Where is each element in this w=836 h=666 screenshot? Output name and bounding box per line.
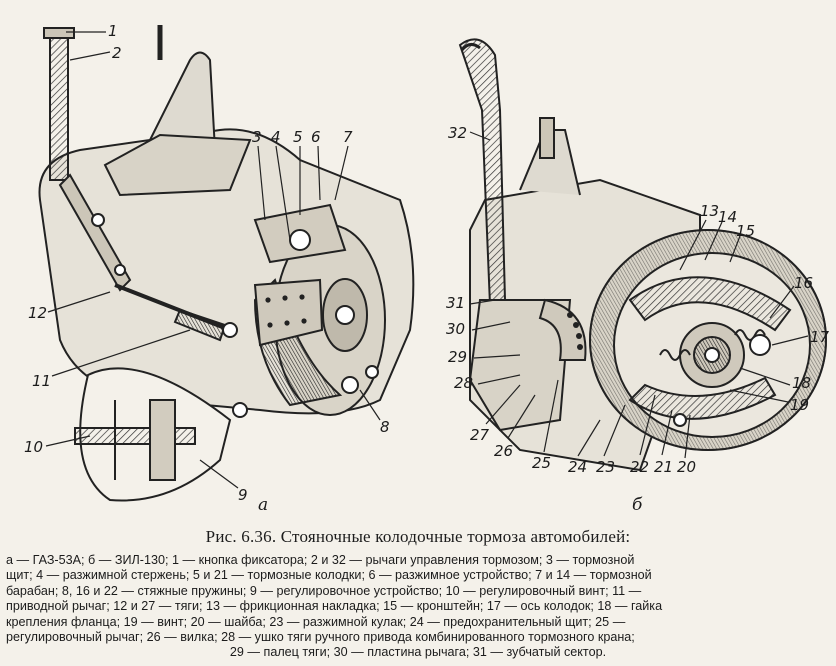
callout-2: 2 xyxy=(112,44,122,62)
drawing-b xyxy=(458,38,827,472)
callout-5: 5 xyxy=(293,128,303,146)
callout-17: 17 xyxy=(810,328,830,346)
callout-24: 24 xyxy=(568,458,587,476)
callout-13: 13 xyxy=(700,202,719,220)
callout-27: 27 xyxy=(470,426,490,444)
callout-30: 30 xyxy=(446,320,465,338)
callout-20: 20 xyxy=(677,458,696,476)
sublabel-a: а xyxy=(258,495,268,515)
legend-line-2: щит; 4 — разжимной стержень; 5 и 21 — то… xyxy=(6,568,652,583)
callouts-b: 13 14 15 16 17 18 19 20 21 22 23 24 25 2… xyxy=(446,124,830,476)
callout-22: 22 xyxy=(630,458,649,476)
callout-10: 10 xyxy=(24,438,43,456)
callout-23: 23 xyxy=(596,458,615,476)
callout-4: 4 xyxy=(271,128,281,146)
callout-12: 12 xyxy=(28,304,47,322)
callout-26: 26 xyxy=(494,442,513,460)
callout-15: 15 xyxy=(736,222,755,240)
figure-legend: а — ГАЗ-53А; б — ЗИЛ-130; 1 — кнопка фик… xyxy=(6,553,830,661)
callout-8: 8 xyxy=(380,418,390,436)
callout-14: 14 xyxy=(718,208,737,226)
drawing-a xyxy=(38,25,415,502)
callout-31: 31 xyxy=(446,294,465,312)
callout-18: 18 xyxy=(792,374,811,392)
brake-illustration: 1 2 3 4 5 6 7 8 9 10 11 12 13 14 15 16 1… xyxy=(24,22,830,515)
legend-line-6: регулировочный рычаг; 26 — вилка; 28 — у… xyxy=(6,630,635,645)
callout-7: 7 xyxy=(343,128,353,146)
legend-line-3: барабан; 8, 16 и 22 — стяжные пружины; 9… xyxy=(6,583,642,598)
callout-21: 21 xyxy=(654,458,673,476)
callout-25: 25 xyxy=(532,454,551,472)
callout-1: 1 xyxy=(108,22,118,40)
leader-lines xyxy=(45,31,809,489)
callout-32: 32 xyxy=(448,124,467,142)
callout-19: 19 xyxy=(790,396,809,414)
callout-11: 11 xyxy=(32,372,51,390)
figure-caption-title: Рис. 6.36. Стояночные колодочные тормоза… xyxy=(205,527,631,546)
callouts-a: 1 2 3 4 5 6 7 8 9 10 11 12 xyxy=(24,22,390,504)
callout-28: 28 xyxy=(454,374,473,392)
callout-3: 3 xyxy=(252,128,262,146)
callout-6: 6 xyxy=(311,128,321,146)
sublabel-b: б xyxy=(632,495,643,515)
callout-9: 9 xyxy=(238,486,248,504)
callout-16: 16 xyxy=(794,274,813,292)
legend-line-1: а — ГАЗ-53А; б — ЗИЛ-130; 1 — кнопка фик… xyxy=(6,553,635,567)
legend-line-5: крепления фланца; 19 — винт; 20 — шайба;… xyxy=(6,614,626,629)
legend-line-7: 29 — палец тяги; 30 — пластина рычага; 3… xyxy=(229,645,607,660)
legend-line-4: приводной рычаг; 12 и 27 — тяги; 13 — фр… xyxy=(6,599,663,614)
callout-29: 29 xyxy=(448,348,467,366)
